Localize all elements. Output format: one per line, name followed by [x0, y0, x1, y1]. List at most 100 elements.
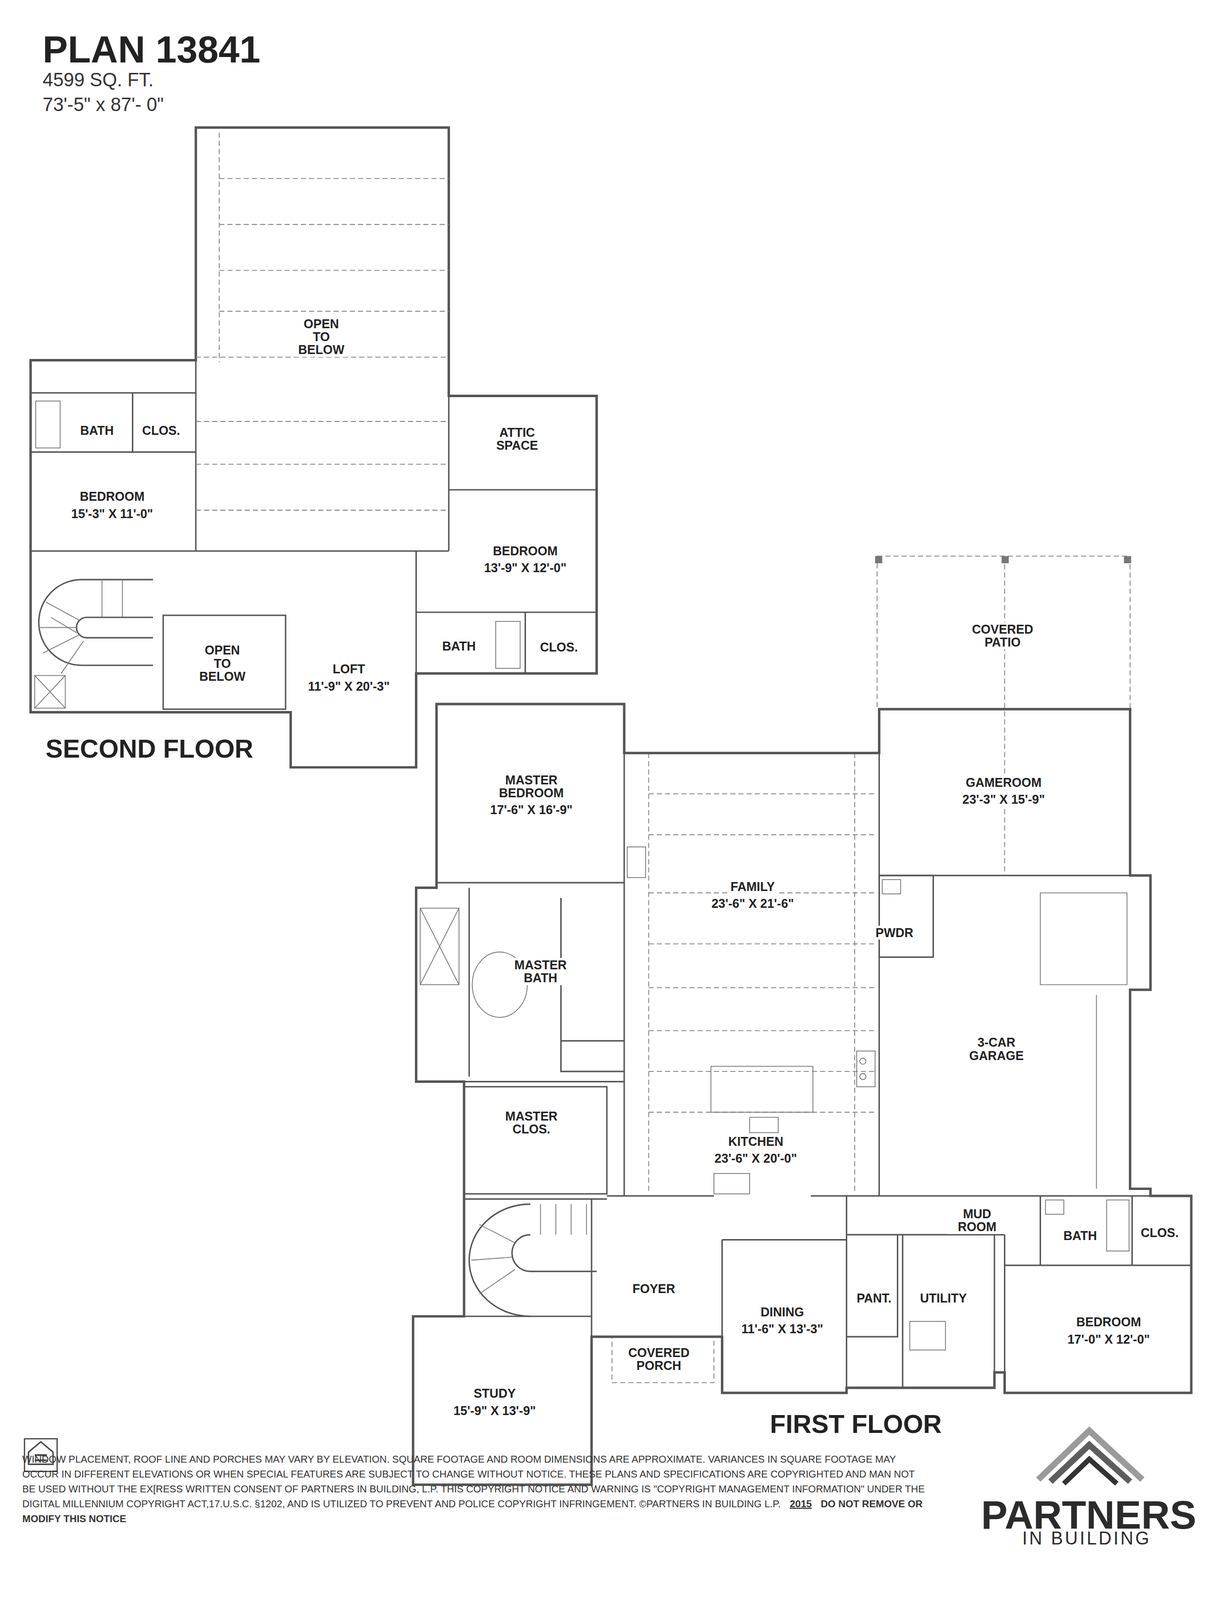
plan-line	[1038, 1430, 1143, 1480]
plan-line	[1063, 1459, 1117, 1484]
room-dimension: 11'-9" X 20'-3"	[306, 679, 392, 694]
notice-text: 2015	[789, 1498, 813, 1510]
plan-title: PLAN 13841	[42, 27, 261, 71]
plan-line	[877, 556, 1130, 710]
room-name: COVERED PORCH	[621, 1345, 697, 1373]
room-label: FOYER	[607, 1281, 700, 1296]
plan-line	[1001, 556, 1009, 564]
room-name: FOYER	[631, 1281, 677, 1296]
room-name: CLOS.	[1139, 1225, 1180, 1240]
room-name: BEDROOM	[491, 543, 560, 558]
plan-line	[1106, 1199, 1129, 1251]
room-name: LOFT	[331, 661, 367, 676]
plan-line	[420, 908, 460, 985]
room-dimension: 15'-9" X 13'-9"	[452, 1403, 538, 1418]
plan-line	[648, 753, 878, 1194]
room-label: KITCHEN23'-6" X 20'-0"	[653, 1134, 858, 1166]
room-dimension: 23'-6" X 21'-6"	[709, 896, 796, 911]
room-label: MASTER BATH	[502, 957, 579, 986]
room-name: BEDROOM	[78, 489, 147, 504]
floor-title: FIRST FLOOR	[769, 1408, 942, 1439]
room-label: OPEN TO BELOW	[171, 643, 274, 684]
plan-line	[38, 579, 123, 674]
room-name: STUDY	[471, 1386, 518, 1401]
room-label: PANT.	[848, 1290, 900, 1305]
room-name: MASTER BEDROOM	[489, 772, 575, 801]
plan-line	[875, 556, 882, 564]
patio-posts	[875, 556, 1131, 564]
plan-line	[882, 879, 901, 894]
notice-text: WINDOW PLACEMENT, ROOF LINE AND PORCHES …	[22, 1453, 925, 1510]
first-floor-walls	[412, 703, 1192, 1485]
plan-line	[51, 617, 77, 633]
plan-line	[710, 1066, 814, 1113]
room-label: MASTER BEDROOM17'-6" X 16'-9"	[444, 772, 619, 818]
plan-line	[627, 846, 646, 878]
room-name: CLOS.	[538, 640, 580, 654]
room-label: DINING 11'-6" X 13'-3"	[721, 1304, 844, 1337]
room-label: MASTER CLOS.	[490, 1109, 573, 1137]
plan-line	[412, 703, 1192, 1485]
room-label: STUDY 15'-9" X 13'-9"	[412, 1386, 577, 1418]
square-footage: 4599 SQ. FT.	[42, 69, 154, 91]
room-label: PWDR	[870, 925, 920, 940]
room-label: CLOS.	[132, 423, 189, 438]
plan-line	[35, 401, 60, 449]
room-label: BATH	[436, 639, 483, 653]
plan-line	[859, 1073, 866, 1080]
plan-line	[195, 132, 449, 511]
room-name: OPEN TO BELOW	[196, 643, 249, 684]
room-dimension: 15'-3" X 11'-0"	[69, 506, 155, 521]
room-name: UTILITY	[918, 1290, 969, 1305]
room-name: PANT.	[855, 1290, 893, 1305]
room-dimension: 17'-6" X 16'-9"	[488, 802, 575, 817]
room-name: FAMILY	[729, 879, 777, 894]
room-name: ATTIC SPACE	[484, 425, 549, 453]
room-label: UTILITY	[902, 1290, 985, 1305]
plan-line	[38, 579, 153, 666]
plan-line	[611, 1336, 714, 1383]
overall-dimensions: 73'-5" x 87'- 0"	[42, 94, 164, 116]
room-label: BEDROOM17'-0" X 12'-0"	[1021, 1314, 1196, 1346]
plan-line	[749, 1117, 779, 1133]
room-name: MASTER CLOS.	[499, 1109, 564, 1137]
room-label: BATH	[1054, 1228, 1106, 1243]
plan-line	[495, 621, 521, 669]
room-dimension: 23'-3" X 15'-9"	[960, 792, 1047, 807]
room-name: BATH	[440, 639, 478, 653]
room-name: OPEN TO BELOW	[295, 316, 348, 357]
plan-line	[878, 875, 934, 958]
room-name: 3-CAR GARAGE	[964, 1035, 1029, 1063]
copyright-notice: WINDOW PLACEMENT, ROOF LINE AND PORCHES …	[22, 1451, 930, 1526]
plan-line	[464, 1086, 607, 1194]
plan-line	[163, 615, 286, 709]
plan-line	[878, 556, 1130, 876]
room-label: MUD ROOM	[946, 1206, 1008, 1234]
room-label: GAMEROOM 23'-3" X 15'-9"	[901, 775, 1106, 807]
plan-line	[1040, 892, 1127, 1189]
plan-line	[420, 908, 460, 985]
room-dimension: 13'-9" X 12'-0"	[482, 560, 568, 575]
room-label: COVERED PORCH	[610, 1345, 707, 1373]
plan-line	[859, 1057, 866, 1064]
room-name: MASTER BATH	[508, 957, 573, 986]
room-name: PWDR	[874, 925, 915, 940]
room-dimension: 11'-6" X 13'-3"	[740, 1321, 825, 1336]
room-label: BEDROOM 13'-9" X 12'-0"	[454, 543, 597, 576]
second-floor-walls	[30, 127, 597, 767]
room-label: CLOS.	[1134, 1225, 1186, 1240]
plan-line	[468, 1203, 597, 1316]
plan-line	[470, 1203, 586, 1294]
logo-subtitle: IN BUILDING	[1022, 1527, 1152, 1549]
room-name: DINING	[759, 1304, 806, 1319]
room-label: ATTIC SPACE	[450, 425, 584, 453]
logo-roof	[1038, 1430, 1143, 1484]
room-name: GAMEROOM	[964, 775, 1044, 790]
ceiling-lines	[195, 132, 1130, 1383]
room-label: COVERED PATIO	[900, 622, 1105, 650]
room-name: COVERED PATIO	[965, 622, 1040, 650]
room-label: 3-CAR GARAGE	[950, 1035, 1043, 1063]
plan-line	[34, 675, 66, 708]
floor-title: SECOND FLOOR	[45, 733, 254, 764]
room-name: MUD ROOM	[947, 1206, 1007, 1234]
